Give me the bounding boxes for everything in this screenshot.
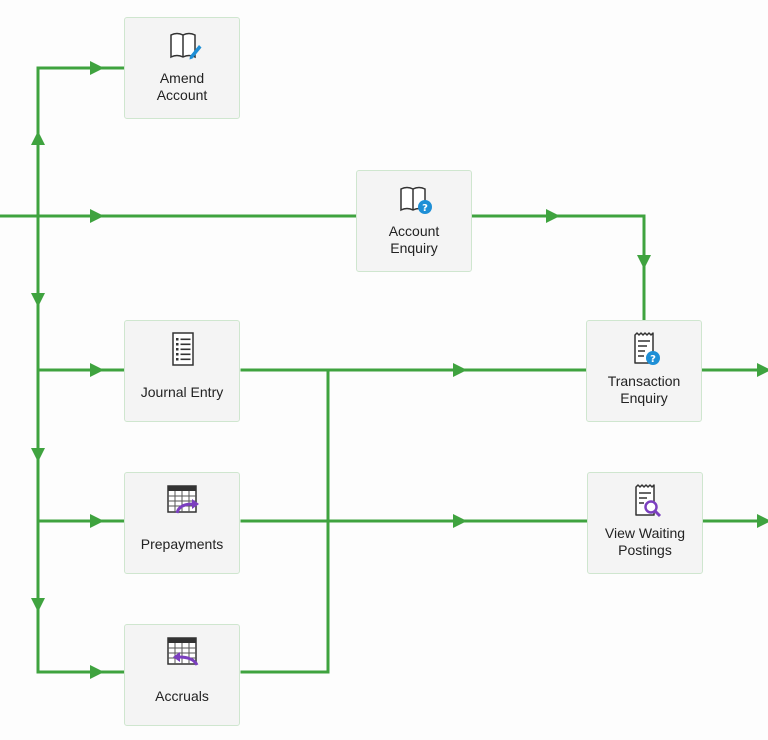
connector-accruals-merge: [240, 368, 330, 674]
svg-text:?: ?: [422, 203, 428, 214]
receipt-search-icon: [626, 483, 666, 519]
receipt-question-icon: ?: [625, 331, 665, 367]
connector-account-enquiry-out: [470, 214, 646, 322]
arrowhead-down: [637, 255, 651, 269]
book-question-icon: ?: [395, 181, 435, 217]
arrowhead-down: [31, 293, 45, 307]
node-label: Journal Entry: [140, 384, 224, 400]
arrowhead-right: [453, 363, 467, 377]
arrowhead-right: [757, 514, 768, 528]
accruals-node[interactable]: Accruals: [124, 624, 240, 726]
arrowhead-right: [90, 665, 104, 679]
arrowhead-right: [90, 514, 104, 528]
account-enquiry-node[interactable]: ? Account Enquiry: [356, 170, 472, 272]
node-label: Prepayments: [140, 536, 224, 552]
calendar-forward-icon: [163, 483, 203, 519]
calendar-back-icon: [163, 635, 203, 671]
arrowhead-right: [453, 514, 467, 528]
amend-account-node[interactable]: Amend Account: [124, 17, 240, 119]
node-label: Account Enquiry: [388, 223, 440, 256]
ledger-list-icon: [163, 331, 203, 367]
view-waiting-postings-node[interactable]: View Waiting Postings: [587, 472, 703, 574]
arrowhead-down: [31, 448, 45, 462]
arrowhead-up: [31, 131, 45, 145]
node-label: Accruals: [155, 688, 209, 704]
node-label: Amend Account: [156, 70, 208, 103]
arrowhead-right: [90, 61, 104, 75]
arrowhead-down: [31, 598, 45, 612]
arrowhead-right: [757, 363, 768, 377]
arrowhead-right: [90, 363, 104, 377]
arrowhead-right: [546, 209, 560, 223]
arrowhead-right: [90, 209, 104, 223]
node-label: View Waiting Postings: [604, 525, 686, 558]
node-label: Transaction Enquiry: [607, 373, 681, 406]
book-pencil-icon: [163, 28, 203, 64]
transaction-enquiry-node[interactable]: ? Transaction Enquiry: [586, 320, 702, 422]
svg-text:?: ?: [650, 354, 656, 365]
journal-entry-node[interactable]: Journal Entry: [124, 320, 240, 422]
prepayments-node[interactable]: Prepayments: [124, 472, 240, 574]
